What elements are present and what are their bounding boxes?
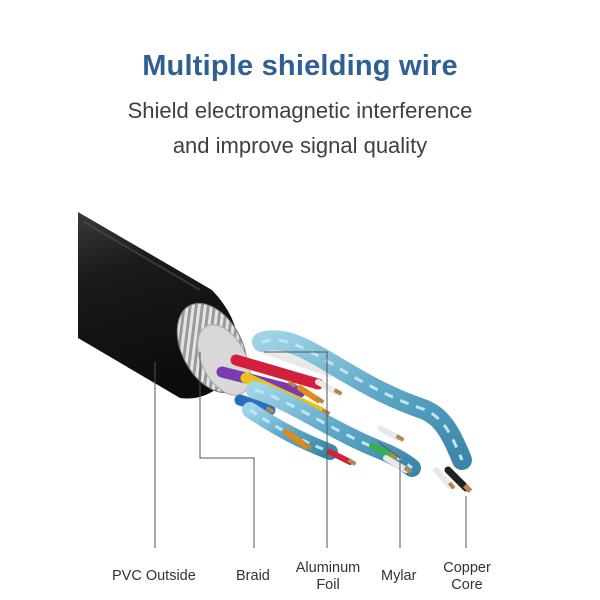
label-copper-core-line2: Core bbox=[451, 577, 483, 593]
label-aluminum-foil: Aluminum Foil bbox=[294, 560, 362, 594]
shielded-pairs bbox=[242, 330, 472, 477]
label-mylar: Mylar bbox=[381, 568, 417, 584]
leader-foil bbox=[264, 351, 328, 548]
label-braid: Braid bbox=[236, 568, 270, 584]
label-pvc-outside: PVC Outside bbox=[112, 568, 196, 584]
label-copper-core-line1: Copper bbox=[443, 560, 491, 576]
label-aluminum-foil-line1: Aluminum bbox=[295, 560, 361, 576]
page-title: Multiple shielding wire bbox=[142, 50, 458, 82]
inner-wire-ends bbox=[283, 379, 470, 492]
leader-braid bbox=[199, 352, 255, 548]
label-aluminum-foil-line2: Foil bbox=[316, 577, 340, 593]
leader-mylar bbox=[377, 441, 401, 548]
subtitle-line-2: and improve signal quality bbox=[172, 133, 428, 158]
leader-lines bbox=[154, 351, 467, 548]
subtitle-line-1: Shield electromagnetic interference bbox=[127, 98, 473, 123]
label-copper-core: Copper Core bbox=[440, 560, 494, 594]
copper-tips bbox=[265, 380, 473, 493]
